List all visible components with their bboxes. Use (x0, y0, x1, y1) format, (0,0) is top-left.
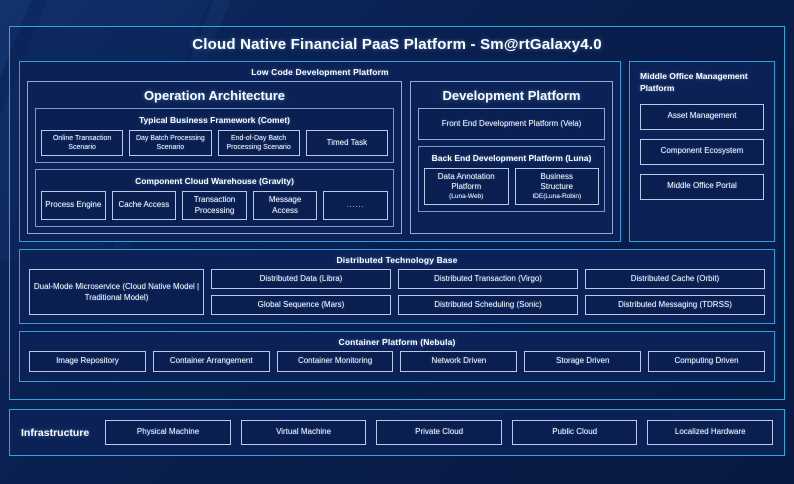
top-row: Low Code Development Platform Operation … (19, 61, 775, 242)
container-platform-item[interactable]: Image Repository (29, 350, 146, 372)
back-end-tool-line2: Structure (540, 182, 573, 192)
middle-office-title: Middle Office Management Platform (640, 71, 748, 94)
business-scenario-box[interactable]: Day Batch Processing Scenario (129, 130, 212, 157)
component-box[interactable]: Message Access (252, 191, 318, 220)
infrastructure-item[interactable]: Public Cloud (511, 420, 638, 445)
infrastructure-item[interactable]: Localized Hardware (647, 420, 773, 445)
development-platform-panel[interactable]: Development Platform Front End Developme… (410, 81, 613, 234)
distributed-component-box[interactable]: Global Sequence (Mars) (211, 294, 391, 315)
component-cloud-warehouse-title: Component Cloud Warehouse (Gravity) (135, 176, 294, 187)
back-end-tool-box[interactable]: Business Structure IDE(Luna-Robin) (514, 168, 599, 206)
front-end-development-platform-box[interactable]: Front End Development Platform (Vela) (419, 109, 604, 139)
middle-office-item-middle-office-portal[interactable]: Middle Office Portal (640, 173, 764, 200)
component-box[interactable]: Process Engine (41, 191, 106, 220)
infrastructure-section[interactable]: Infrastructure Physical Machine Virtual … (9, 409, 785, 456)
distributed-component-box[interactable]: Distributed Cache (Orbit) (585, 268, 765, 289)
back-end-development-platform-title: Back End Development Platform (Luna) (431, 153, 592, 163)
business-scenario-box[interactable]: End-of-Day Batch Processing Scenario (217, 130, 300, 157)
middle-office-item-component-ecosystem[interactable]: Component Ecosystem (640, 138, 764, 165)
component-box[interactable]: Transaction Processing (182, 191, 247, 220)
component-box[interactable]: Cache Access (111, 191, 177, 220)
operation-architecture-title: Operation Architecture (143, 88, 286, 103)
infrastructure-label: Infrastructure (21, 426, 90, 439)
business-scenario-box[interactable]: Timed Task (305, 130, 388, 157)
infrastructure-item[interactable]: Physical Machine (105, 420, 231, 445)
component-box-ellipsis[interactable]: ...... (323, 191, 388, 220)
distributed-technology-base-section[interactable]: Distributed Technology Base Dual-Mode Mi… (19, 248, 775, 324)
back-end-tool-line3: (Luna-Web) (449, 192, 484, 200)
platform-diagram-frame: Cloud Native Financial PaaS Platform - S… (9, 26, 785, 400)
container-platform-item[interactable]: Storage Driven (524, 350, 642, 372)
typical-business-framework-subpanel[interactable]: Typical Business Framework (Comet) Onlin… (35, 108, 394, 164)
back-end-tool-line3: IDE(Luna-Robin) (532, 192, 582, 200)
back-end-tool-line2: Platform (451, 182, 482, 192)
middle-office-item-asset-management[interactable]: Asset Management (640, 103, 764, 130)
middle-office-management-platform-section[interactable]: Middle Office Management Platform Asset … (629, 61, 775, 242)
container-platform-title: Container Platform (Nebula) (338, 336, 456, 347)
container-platform-item[interactable]: Computing Driven (648, 350, 765, 372)
business-scenario-box[interactable]: Online Transaction Scenario (41, 130, 124, 157)
container-platform-item[interactable]: Network Driven (400, 350, 518, 372)
infrastructure-item[interactable]: Private Cloud (376, 420, 502, 445)
back-end-tool-box[interactable]: Data Annotation Platform (Luna-Web) (424, 168, 509, 206)
component-cloud-warehouse-subpanel[interactable]: Component Cloud Warehouse (Gravity) Proc… (35, 169, 394, 227)
container-platform-item[interactable]: Container Monitoring (276, 350, 394, 372)
distributed-component-box[interactable]: Distributed Scheduling (Sonic) (398, 294, 578, 315)
dual-mode-microservice-box[interactable]: Dual-Mode Microservice (Cloud Native Mod… (29, 268, 204, 315)
distributed-component-box[interactable]: Distributed Data (Libra) (211, 268, 391, 289)
back-end-development-platform-subpanel[interactable]: Back End Development Platform (Luna) Dat… (418, 146, 605, 213)
back-end-tool-line1: Data Annotation (437, 172, 495, 181)
low-code-section-title: Low Code Development Platform (251, 67, 389, 77)
container-platform-item[interactable]: Container Arrangement (152, 350, 270, 372)
development-platform-title: Development Platform (442, 88, 581, 103)
operation-architecture-panel[interactable]: Operation Architecture Typical Business … (27, 81, 402, 234)
distributed-component-box[interactable]: Distributed Transaction (Virgo) (398, 268, 578, 289)
infrastructure-item[interactable]: Virtual Machine (240, 420, 367, 445)
distributed-component-box[interactable]: Distributed Messaging (TDRSS) (585, 294, 765, 315)
distributed-technology-base-title: Distributed Technology Base (336, 254, 458, 265)
container-platform-section[interactable]: Container Platform (Nebula) Image Reposi… (19, 330, 775, 382)
back-end-tool-line1: Business (540, 172, 573, 181)
page-title: Cloud Native Financial PaaS Platform - S… (192, 35, 602, 53)
typical-business-framework-title: Typical Business Framework (Comet) (139, 115, 290, 125)
low-code-development-platform-section[interactable]: Low Code Development Platform Operation … (19, 61, 621, 242)
